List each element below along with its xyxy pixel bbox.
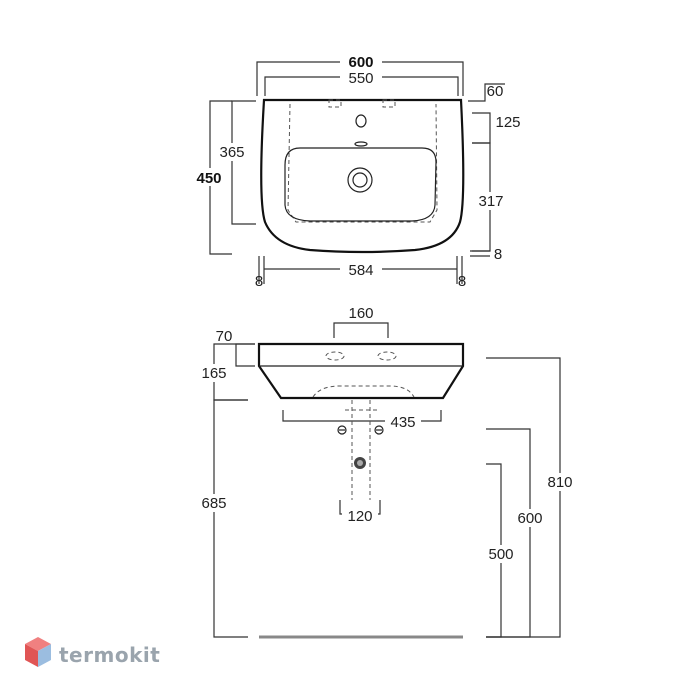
bolt-left-icon [337, 425, 347, 435]
basin-front-outline [257, 342, 465, 400]
dim-125-label: 125 [495, 114, 520, 131]
overflow-slot [354, 141, 368, 147]
dim-685-label: 685 [201, 495, 226, 512]
dim-160-line [333, 322, 389, 338]
logo-cube-right [38, 644, 51, 667]
front-tap-left [325, 351, 345, 361]
tap-hole-right [382, 99, 396, 108]
dim-600-front-label: 600 [517, 510, 542, 527]
drain-inner [352, 172, 368, 188]
tap-hole [355, 114, 367, 128]
dim-600-front-line [486, 428, 531, 638]
dim-450-label: 450 [196, 170, 221, 187]
dim-550-label: 550 [348, 70, 373, 87]
bolt-right-icon [374, 425, 384, 435]
logo-cube-left [25, 644, 38, 667]
dim-317-label: 317 [478, 193, 503, 210]
dim-600-label: 600 [348, 54, 373, 71]
dim-165-label: 165 [201, 365, 226, 382]
logo-text: termokit [59, 643, 160, 667]
dim-8-left-label: 8 [255, 273, 263, 290]
front-view: 160 70 165 435 120 685 810 [196, 305, 578, 639]
top-view: 600 550 450 365 60 125 317 8 5 [193, 52, 521, 290]
dim-60-line [468, 83, 505, 102]
basin-top-outline [260, 98, 465, 254]
dim-365-label: 365 [219, 144, 244, 161]
dim-120-label: 120 [347, 508, 372, 525]
dim-500-label: 500 [488, 546, 513, 563]
dim-435-label: 435 [390, 414, 415, 431]
drain-outer [347, 167, 373, 193]
front-bowl-dashed [312, 385, 415, 398]
dim-70-line [235, 343, 255, 367]
dim-70-label: 70 [216, 328, 233, 345]
dim-584-label: 584 [348, 262, 373, 279]
dim-435-line [282, 410, 442, 422]
dim-810-label: 810 [547, 474, 572, 491]
front-tap-right [377, 351, 397, 361]
waste-pipe-dashed [345, 400, 377, 500]
dim-8-bottom-right-label: 8 [458, 273, 466, 290]
dim-125-line [472, 112, 491, 144]
dim-810-line [486, 357, 561, 638]
dim-365-line [231, 100, 256, 225]
dim-685-line [213, 399, 248, 638]
dim-8-right-label: 8 [494, 246, 502, 263]
bowl-outline [284, 147, 437, 222]
dim-60-label: 60 [487, 83, 504, 100]
termokit-logo: termokit [25, 637, 160, 667]
dim-160-label: 160 [348, 305, 373, 322]
tap-hole-left [328, 99, 342, 108]
